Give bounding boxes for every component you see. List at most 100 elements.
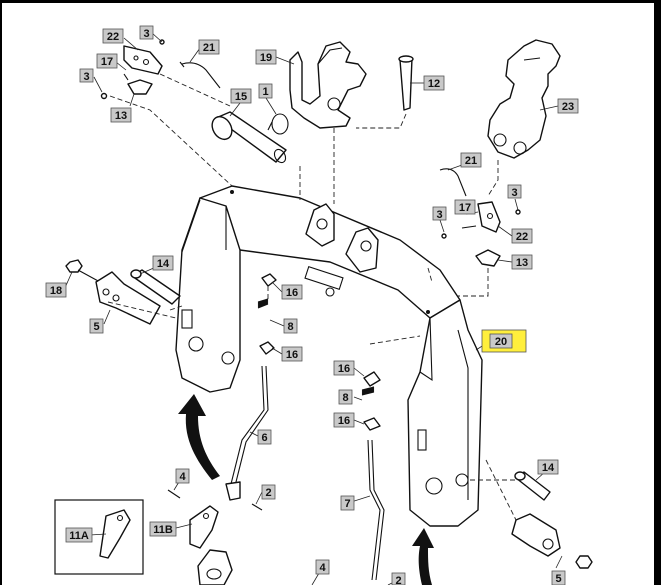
latch-bracket-group-right [439,168,521,267]
spring-assembly-right [361,371,381,431]
main-frame-20 [175,185,483,527]
svg-text:16: 16 [338,363,350,375]
callout-5-right: 5 [551,570,566,585]
svg-text:21: 21 [203,42,215,54]
svg-text:20: 20 [495,336,507,348]
callout-14-left: 14 [152,255,174,271]
rod-7 [367,439,385,581]
svg-text:8: 8 [287,321,293,333]
motion-arrows [178,394,434,585]
callout-2-mid: 2 [261,484,276,500]
hook-19 [289,41,367,129]
callout-3-left: 3 [79,68,94,83]
latch-bracket-group-left [100,39,221,100]
top-border [0,0,661,3]
spring-assembly-left [257,273,277,355]
callout-18: 18 [45,282,67,298]
svg-text:7: 7 [344,498,350,510]
callout-16-right-bottom: 16 [333,412,355,428]
pin-14-right [514,471,551,501]
pin-12 [398,55,414,111]
svg-text:18: 18 [50,285,62,297]
callout-labels: 22 3 21 17 3 13 19 12 23 15 1 21 3 3 17 … [45,25,579,585]
svg-text:17: 17 [459,202,471,214]
bolt-18 [65,259,101,283]
svg-text:11B: 11B [153,524,173,536]
callout-23: 23 [557,98,579,114]
clip-1 [267,113,289,135]
callout-19: 19 [255,49,277,65]
callout-21-top: 21 [198,39,220,55]
rod-6 [225,365,269,501]
small-pins-lower [167,489,263,511]
callout-8-left: 8 [283,318,298,334]
right-border [654,0,661,585]
callout-13-right: 13 [511,254,533,270]
callout-16-left-bottom: 16 [281,346,303,362]
svg-text:3: 3 [143,28,149,40]
pin-15 [211,111,287,164]
callout-6: 6 [257,429,272,445]
callout-11b: 11B [149,521,177,537]
svg-text:15: 15 [235,91,247,103]
svg-text:4: 4 [179,471,186,483]
svg-text:14: 14 [157,258,170,270]
svg-text:19: 19 [260,52,272,64]
callout-16-right-top: 16 [333,360,355,376]
callout-20: 20 [481,329,527,353]
callout-17-right: 17 [454,199,476,215]
svg-text:22: 22 [516,231,528,243]
callout-22-top: 22 [102,28,124,44]
svg-text:4: 4 [319,562,326,574]
arrow-right-up [412,528,434,585]
callout-3-top: 3 [139,25,154,40]
callout-21-right: 21 [460,152,482,168]
svg-text:3: 3 [83,71,89,83]
callout-12: 12 [423,75,445,91]
svg-text:16: 16 [286,287,298,299]
svg-text:1: 1 [262,86,268,98]
callout-4-mid: 4 [175,468,190,484]
callout-22-right: 22 [511,228,533,244]
callout-1: 1 [258,83,273,99]
svg-text:6: 6 [261,432,267,444]
dashed-assembly-lines [107,73,517,521]
callout-7: 7 [340,495,355,511]
svg-text:3: 3 [436,209,442,221]
callout-3-right-left: 3 [432,206,447,221]
callout-2-bottom: 2 [391,572,406,585]
pin-14-left [130,269,181,305]
pivot-5-right [511,513,593,569]
svg-text:5: 5 [555,573,561,585]
arrow-left-up [178,394,220,480]
svg-text:22: 22 [107,31,119,43]
callout-13-top: 13 [110,107,132,123]
svg-text:13: 13 [115,110,127,122]
callout-14-right: 14 [537,459,559,475]
callout-15: 15 [230,88,252,104]
callout-3-right-top: 3 [507,184,522,199]
svg-text:8: 8 [342,392,348,404]
svg-text:21: 21 [465,155,477,167]
hook-23 [487,39,561,159]
callout-4-bottom: 4 [315,559,330,575]
svg-text:3: 3 [511,187,517,199]
svg-text:13: 13 [516,257,528,269]
bottom-bushing [197,549,233,585]
left-border [0,0,2,585]
svg-text:2: 2 [395,575,401,585]
svg-text:16: 16 [286,349,298,361]
svg-text:17: 17 [101,56,113,68]
svg-text:2: 2 [265,487,271,499]
svg-text:11A: 11A [69,530,89,542]
callout-5-left: 5 [89,318,104,334]
svg-text:16: 16 [338,415,350,427]
callout-17-top: 17 [96,53,118,69]
lever-11b [189,505,219,549]
callout-8-right: 8 [338,389,353,405]
svg-text:5: 5 [93,321,99,333]
svg-text:14: 14 [542,462,555,474]
svg-text:23: 23 [562,101,574,113]
